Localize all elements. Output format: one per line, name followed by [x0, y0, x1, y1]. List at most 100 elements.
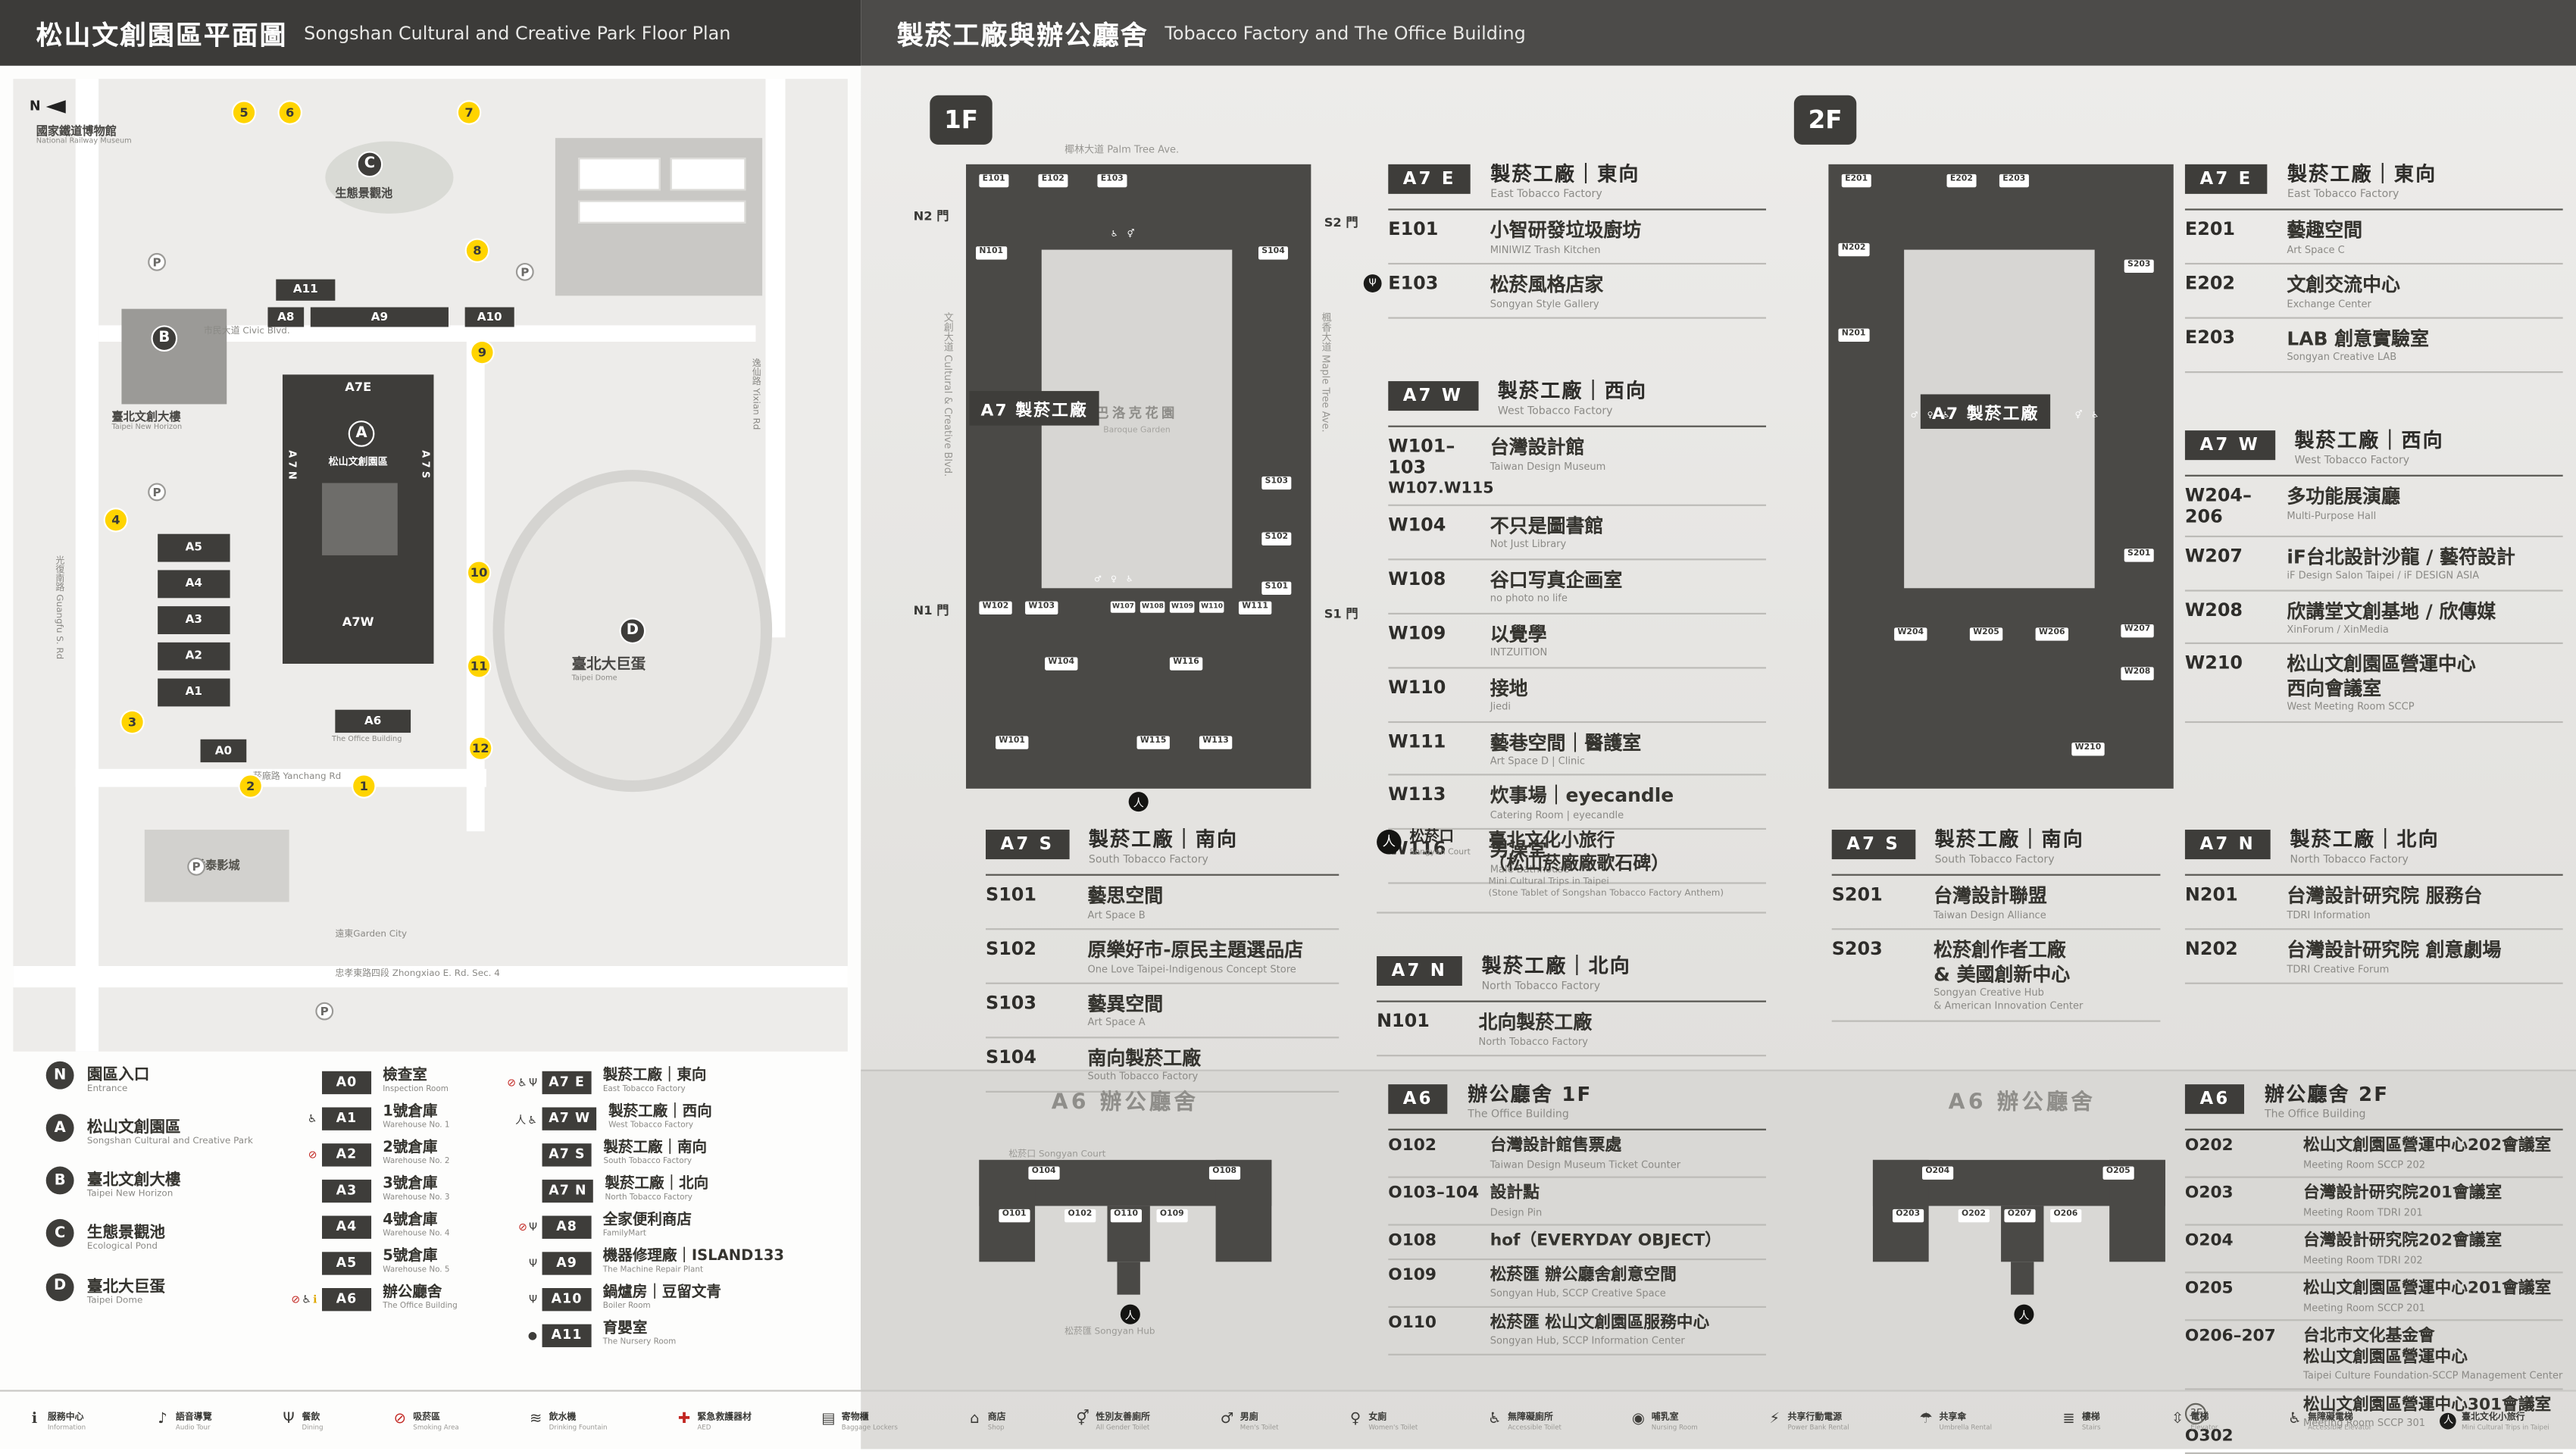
- a7w-label: A7W: [342, 614, 374, 630]
- facility-icon: ♀: [1349, 1411, 1361, 1428]
- room-code: S103: [986, 992, 1037, 1014]
- room-chip: O102: [1064, 1209, 1096, 1222]
- building-code-badge: A11: [542, 1323, 592, 1346]
- person-icon: 人: [1377, 830, 1402, 855]
- map-label: 遠東Garden City: [335, 930, 408, 940]
- room-code: S101: [986, 884, 1037, 906]
- parking-icon: P: [515, 262, 534, 281]
- map-block: [578, 158, 661, 191]
- legend-marker-badge: N: [45, 1061, 74, 1090]
- room-chip: W210: [2071, 743, 2105, 755]
- dining-icon: Ψ: [1363, 274, 1382, 293]
- gate-label: N2 門: [913, 208, 949, 224]
- map-block: [75, 768, 486, 787]
- compass-label: N: [30, 98, 41, 114]
- facility-icons: ♂ ♀ ♿: [1910, 411, 1953, 421]
- room-code: S104: [986, 1046, 1037, 1068]
- section-badge: A7 S: [1831, 830, 1915, 860]
- north-arrow-icon: [45, 99, 66, 113]
- room-code: O108: [1388, 1232, 1436, 1251]
- map-block: [325, 141, 454, 214]
- a7-building-shape: A7E A7N A7S 松山文創園區 A7W: [282, 374, 434, 664]
- section-badge: A7 S: [986, 830, 1069, 860]
- map-label: 生態景觀池: [335, 187, 393, 201]
- room-chip: O203: [1892, 1209, 1924, 1222]
- map-block: [121, 308, 227, 405]
- court-marker: 人: [2014, 1304, 2034, 1324]
- room-chip: W205: [1969, 627, 2003, 640]
- building-code-badge: A4: [321, 1215, 372, 1238]
- room-code: O204: [2184, 1232, 2234, 1251]
- map-label: 光復南路 Guangfu S. Rd: [53, 555, 64, 660]
- facility-icon: ▤: [821, 1411, 836, 1428]
- map-block: A1: [158, 678, 230, 707]
- room-code: S102: [986, 938, 1037, 960]
- facility-icon: ≋: [530, 1411, 542, 1428]
- legend-row-icons: ⊘♿ℹ: [291, 1292, 319, 1305]
- map-block: [670, 158, 746, 191]
- map-block: A10: [464, 307, 514, 327]
- building-code-badge: A7 N: [542, 1178, 594, 1202]
- parking-icon: P: [187, 857, 206, 876]
- a7-plan-label: A7 製菸工廠: [969, 391, 1100, 426]
- songyan-court-label: 松菸口 Songyan Court: [1008, 1149, 1106, 1160]
- a7-name-label: 松山文創園區: [328, 456, 388, 468]
- entrance-marker: 2: [239, 775, 261, 797]
- room-chip: O101: [999, 1209, 1030, 1222]
- room-code: W110: [1388, 676, 1446, 698]
- room-code: S203: [1831, 938, 1883, 960]
- poi-letter-marker: A: [348, 421, 375, 447]
- a7e-label: A7E: [345, 379, 372, 395]
- room-chip: O207: [2004, 1209, 2035, 1222]
- room-code: O203: [2184, 1184, 2234, 1203]
- building-code-badge: A1: [321, 1106, 372, 1130]
